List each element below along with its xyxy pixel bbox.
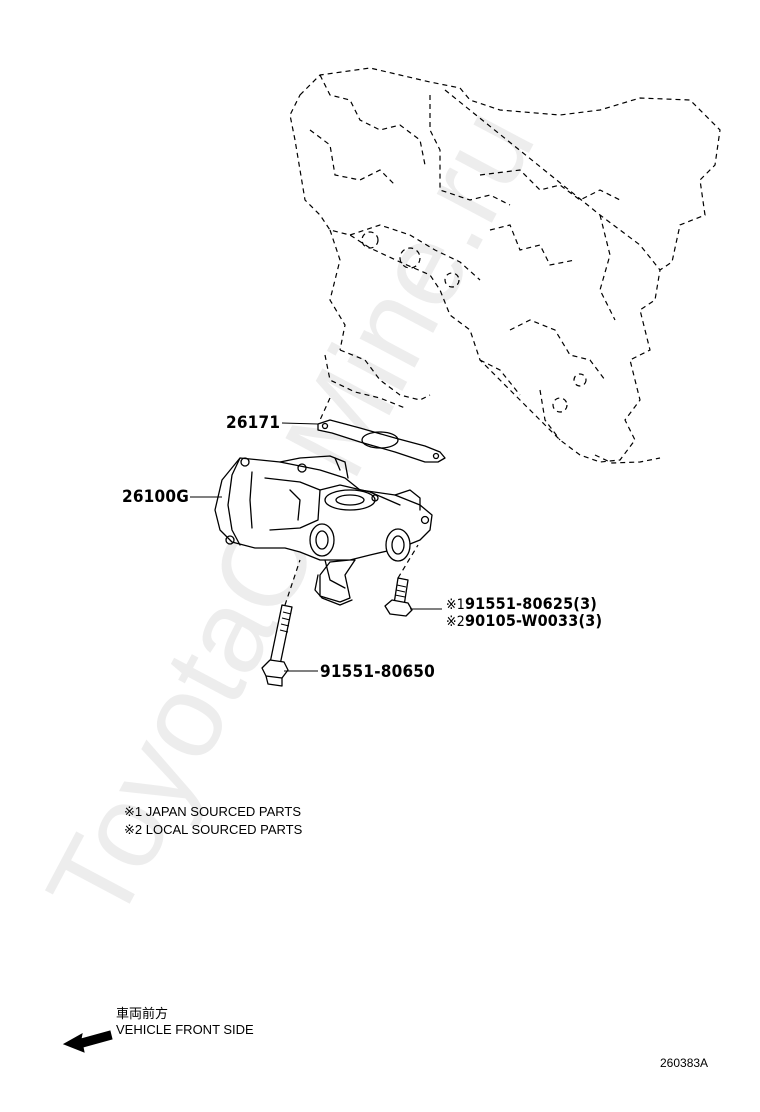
note-japan-sourced: ※1 JAPAN SOURCED PARTS	[124, 804, 302, 819]
vehicle-front-arrow	[62, 1030, 113, 1053]
alignment-line-long-bolt	[284, 559, 301, 606]
gasket-26171	[317, 419, 446, 463]
direction-jp-label: 車両前方	[116, 1006, 169, 1021]
note-local-sourced: ※2 LOCAL SOURCED PARTS	[124, 822, 303, 837]
leader-gasket	[281, 422, 319, 425]
callout-egr-valve: 26100G	[122, 487, 189, 507]
short-bolt	[384, 577, 413, 617]
egr-valve-26100G	[214, 455, 433, 606]
alignment-line-gasket	[319, 397, 331, 421]
bolt-a-number: 91551-80625(3)	[464, 594, 598, 613]
engine-block-outline	[289, 67, 721, 464]
alignment-line-bolt-a	[397, 544, 419, 579]
callout-long-bolt: 91551-80650	[320, 662, 435, 682]
callout-bolt-a: ※191551-80625(3)	[446, 594, 597, 613]
bolt-a-mark: ※1	[446, 597, 465, 613]
figure-id: 260383A	[660, 1056, 709, 1070]
direction-en-label: VEHICLE FRONT SIDE	[116, 1022, 254, 1037]
long-bolt	[261, 604, 293, 687]
bolt-b-number: 90105-W0033(3)	[464, 611, 603, 630]
callout-gasket: 26171	[226, 413, 281, 433]
callout-bolt-b: ※290105-W0033(3)	[446, 611, 602, 630]
bolt-b-mark: ※2	[446, 614, 465, 630]
